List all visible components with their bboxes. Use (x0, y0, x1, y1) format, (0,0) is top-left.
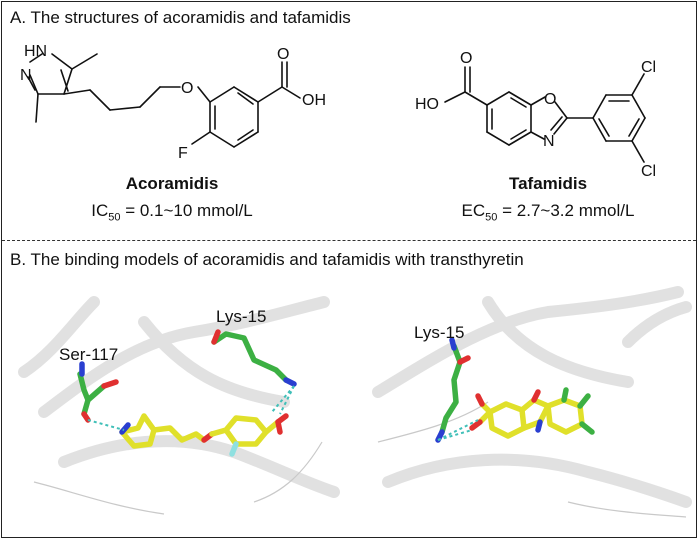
ic50-sub: 50 (108, 211, 121, 224)
label-ser-117: Ser-117 (59, 345, 118, 364)
ic50-value: = 0.1~10 mmol/L (120, 201, 253, 220)
taf-atom-n-ring: N (543, 133, 555, 150)
tafamidis-binding-model: Lys-15 (372, 286, 692, 518)
ec50-value: = 2.7~3.2 mmol/L (497, 201, 635, 220)
atom-hn: HN (24, 43, 47, 60)
acoramidis-structure: HN N O O OH F (20, 43, 326, 162)
acoramidis-ic50: IC50 = 0.1~10 mmol/L (62, 201, 282, 223)
taf-atom-o-ring: O (544, 91, 556, 108)
label-lys-15-right: Lys-15 (414, 323, 464, 342)
atom-f: F (178, 145, 188, 162)
atom-o-carbonyl: O (277, 46, 289, 63)
protein-ribbon-right (372, 286, 692, 508)
taf-atom-cl-top: Cl (641, 59, 656, 76)
atom-oh: OH (302, 92, 326, 109)
taf-atom-o-carbonyl: O (460, 50, 472, 67)
panel-divider (2, 240, 696, 241)
acoramidis-name: Acoramidis (125, 174, 219, 193)
panel-b-title: B. The binding models of acoramidis and … (10, 250, 524, 269)
atom-o-ether: O (181, 80, 193, 97)
ec50-sub: 50 (485, 211, 498, 224)
label-lys-15-left: Lys-15 (216, 307, 266, 326)
ic50-prefix: IC (91, 201, 109, 220)
tafamidis-ec50: EC50 = 2.7~3.2 mmol/L (438, 201, 658, 223)
atom-n: N (20, 67, 32, 84)
tafamidis-structure: O HO O N Cl Cl (415, 50, 656, 180)
acoramidis-binding-model: Ser-117 Lys-15 (18, 296, 340, 515)
tafamidis-name: Tafamidis (508, 174, 588, 193)
panel-a-title: A. The structures of acoramidis and tafa… (10, 8, 351, 27)
ec50-prefix: EC (461, 201, 486, 220)
taf-atom-ho: HO (415, 96, 439, 113)
taf-atom-cl-bottom: Cl (641, 163, 656, 180)
